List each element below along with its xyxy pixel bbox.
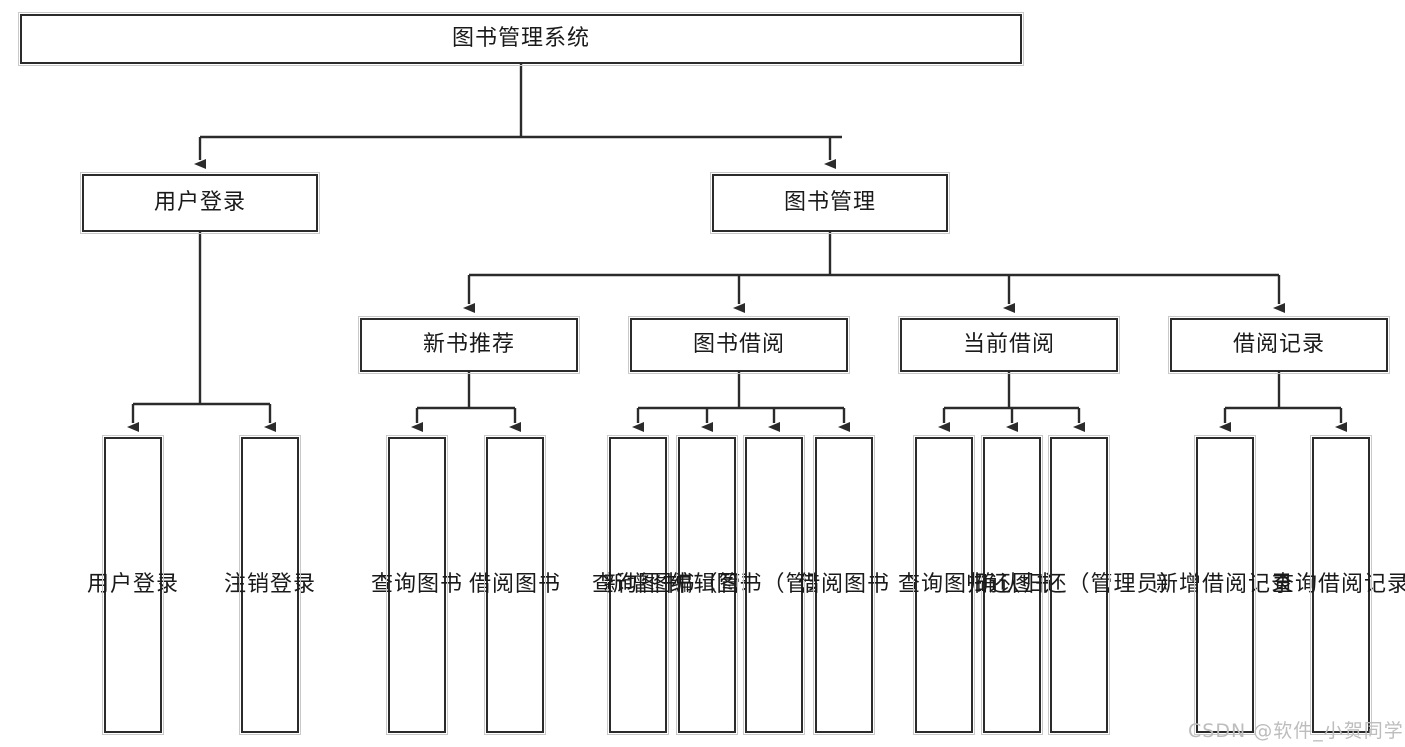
node-leaf-7[interactable]: 借阅图书 [798, 435, 889, 735]
node-leaf-4[interactable]: 查询图书 [592, 435, 683, 735]
node-leaf-11[interactable]: 新增借阅记录 [1156, 435, 1293, 735]
watermark: CSDN @软件_小贺同学 [1188, 720, 1404, 742]
node-label: 借阅记录 [1232, 332, 1325, 358]
node-label: 当前借阅 [962, 332, 1055, 358]
node-label: 查询图书 [371, 572, 464, 598]
node-level2-0[interactable]: 新书推荐 [358, 316, 580, 374]
node-level2-1[interactable]: 图书借阅 [628, 316, 850, 374]
node-label: 图书借阅 [692, 332, 785, 358]
node-leaf-1[interactable]: 注销登录 [224, 435, 315, 735]
node-label: 新增借阅记录 [1156, 572, 1295, 598]
node-label: 借阅图书 [798, 572, 891, 598]
node-label: 图书管理系统 [451, 26, 590, 52]
node-leaf-8[interactable]: 查询图书 [898, 435, 989, 735]
node-label: 借阅图书 [469, 572, 562, 598]
node-leaf-6[interactable]: 编辑图书（管理员） [671, 435, 877, 735]
node-leaf-9[interactable]: 归还图书 [966, 435, 1057, 735]
node-label: 查询图书 [898, 572, 991, 598]
node-root[interactable]: 图书管理系统 [18, 12, 1024, 66]
node-label: 确认归还（管理员） [975, 572, 1183, 598]
node-leaf-12[interactable]: 查询借阅记录 [1272, 435, 1405, 735]
node-label: 查询借阅记录 [1272, 572, 1405, 598]
node-label: 用户登录 [153, 190, 246, 216]
node-label: 查询图书 [592, 572, 685, 598]
node-label: 用户登录 [87, 572, 180, 598]
node-level1-0[interactable]: 用户登录 [80, 172, 320, 234]
node-leaf-10[interactable]: 确认归还（管理员） [976, 435, 1182, 735]
node-label: 注销登录 [224, 572, 317, 598]
node-leaf-2[interactable]: 查询图书 [371, 435, 462, 735]
node-leaf-0[interactable]: 用户登录 [87, 435, 178, 735]
node-level2-3[interactable]: 借阅记录 [1168, 316, 1390, 374]
node-level2-2[interactable]: 当前借阅 [898, 316, 1120, 374]
connectors [127, 64, 1347, 432]
node-label: 新书推荐 [422, 332, 515, 358]
node-level1-1[interactable]: 图书管理 [710, 172, 950, 234]
node-label: 归还图书 [966, 572, 1059, 598]
node-label: 图书管理 [783, 190, 876, 216]
node-leaf-3[interactable]: 借阅图书 [469, 435, 560, 735]
